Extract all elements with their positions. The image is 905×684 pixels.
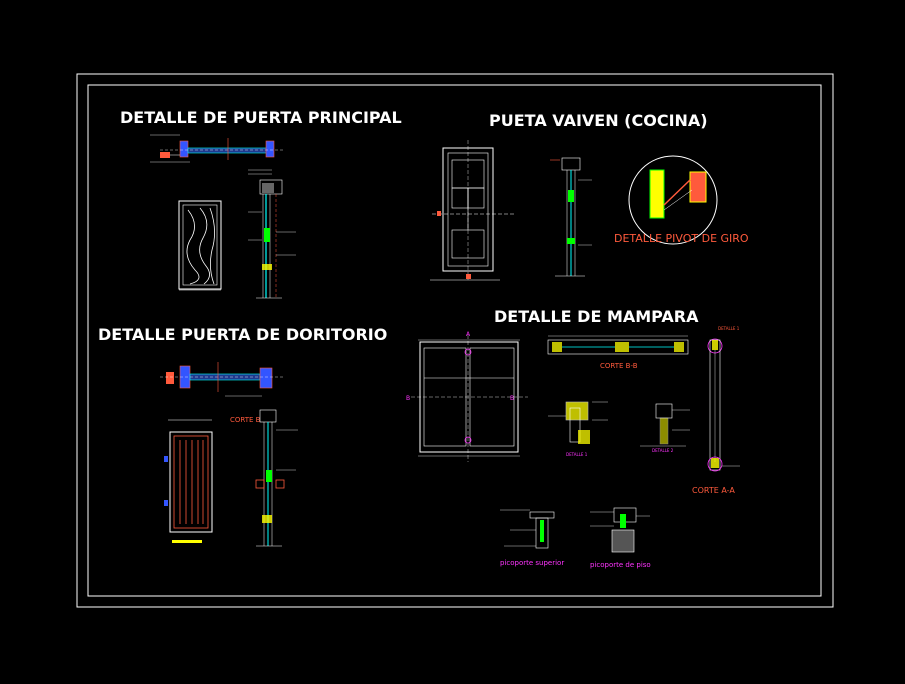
corte-aa-label: CORTE A-A xyxy=(692,486,735,495)
title-puerta-principal: DETALLE DE PUERTA PRINCIPAL xyxy=(120,108,402,127)
title-doritorio: DETALLE PUERTA DE DORITORIO xyxy=(98,325,387,344)
picoporte-superior-detail: picoporte superior xyxy=(500,509,564,567)
principal-plan-detail xyxy=(150,134,285,175)
detalle-2-label: DETALLE 2 xyxy=(652,448,674,453)
title-mampara: DETALLE DE MAMPARA xyxy=(494,307,699,326)
pivot-detail: DETALLE PIVOT DE GIRO xyxy=(614,155,749,245)
pivot-label: DETALLE PIVOT DE GIRO xyxy=(614,232,749,245)
picoporte-piso-label: picoporte de piso xyxy=(590,561,651,569)
detalle-1-label: DETALLE 1 xyxy=(566,452,588,457)
doritorio-corte-label: CORTE B xyxy=(230,416,261,424)
doritorio-plan-detail xyxy=(160,362,285,397)
inner-frame xyxy=(87,84,822,597)
picoporte-piso-detail: picoporte de piso xyxy=(590,507,651,569)
vaiven-door-elevation xyxy=(430,140,515,281)
mampara-corte-bb: CORTE B-B xyxy=(547,335,689,370)
mampara-elevation: B B A xyxy=(406,331,528,462)
vaiven-door-section xyxy=(550,157,592,277)
mampara-detalle-1: DETALLE 1 xyxy=(548,401,608,457)
principal-door-section xyxy=(248,179,296,299)
doritorio-door-elevation xyxy=(164,419,213,543)
detalle-1-top-label: DETALLE 1 xyxy=(718,326,740,331)
doritorio-door-section: CORTE B xyxy=(230,409,298,547)
mampara-detalle-2: DETALLE 2 xyxy=(640,403,690,453)
mampara-mark-a: A xyxy=(466,331,471,338)
mampara-corte-aa: DETALLE 1 CORTE A-A xyxy=(692,326,740,495)
mampara-mark-b-right: B xyxy=(510,395,514,402)
corte-bb-label: CORTE B-B xyxy=(600,362,638,370)
outer-frame xyxy=(76,73,834,608)
picoporte-superior-label: picoporte superior xyxy=(500,559,564,567)
title-vaiven: PUETA VAIVEN (COCINA) xyxy=(489,111,708,130)
principal-door-elevation xyxy=(178,200,222,291)
mampara-mark-b-left: B xyxy=(406,395,410,402)
